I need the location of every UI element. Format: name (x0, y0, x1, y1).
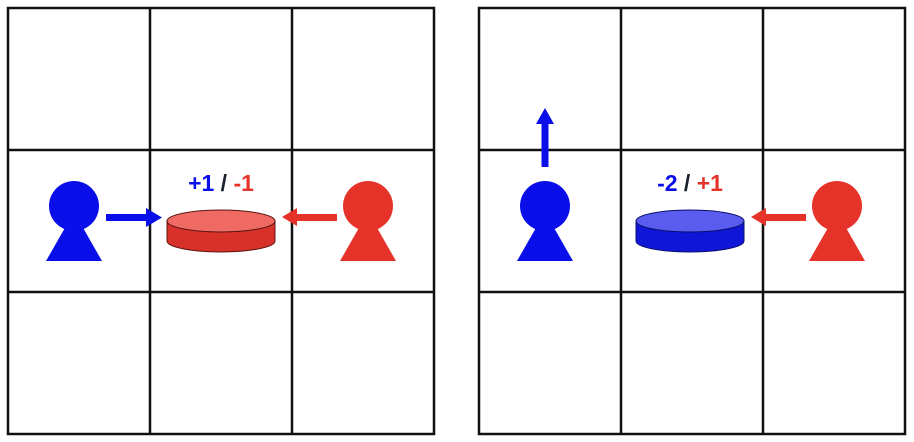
score-separator: / (678, 170, 697, 196)
panel-left: +1 / -1 (6, 6, 436, 436)
score-blue: -2 (657, 170, 677, 196)
panel-right: -2 / +1 (477, 6, 907, 436)
red-arrow-left-icon (282, 208, 337, 226)
score-label-left: +1 / -1 (188, 170, 254, 196)
blue-coin-icon (635, 209, 745, 253)
blue-arrow-right-icon (106, 208, 162, 227)
score-label-right: -2 / +1 (657, 170, 723, 196)
red-coin-icon (166, 209, 276, 253)
score-separator: / (214, 170, 233, 196)
red-arrow-left-icon (751, 208, 806, 226)
score-red: +1 (697, 170, 723, 196)
red-agent-icon (340, 181, 396, 261)
blue-agent-icon (46, 181, 102, 261)
score-red: -1 (233, 170, 254, 196)
grid-left (6, 6, 436, 436)
score-blue: +1 (188, 170, 214, 196)
red-agent-icon (809, 181, 865, 261)
blue-arrow-up-icon (536, 108, 554, 167)
blue-agent-icon (517, 181, 573, 261)
